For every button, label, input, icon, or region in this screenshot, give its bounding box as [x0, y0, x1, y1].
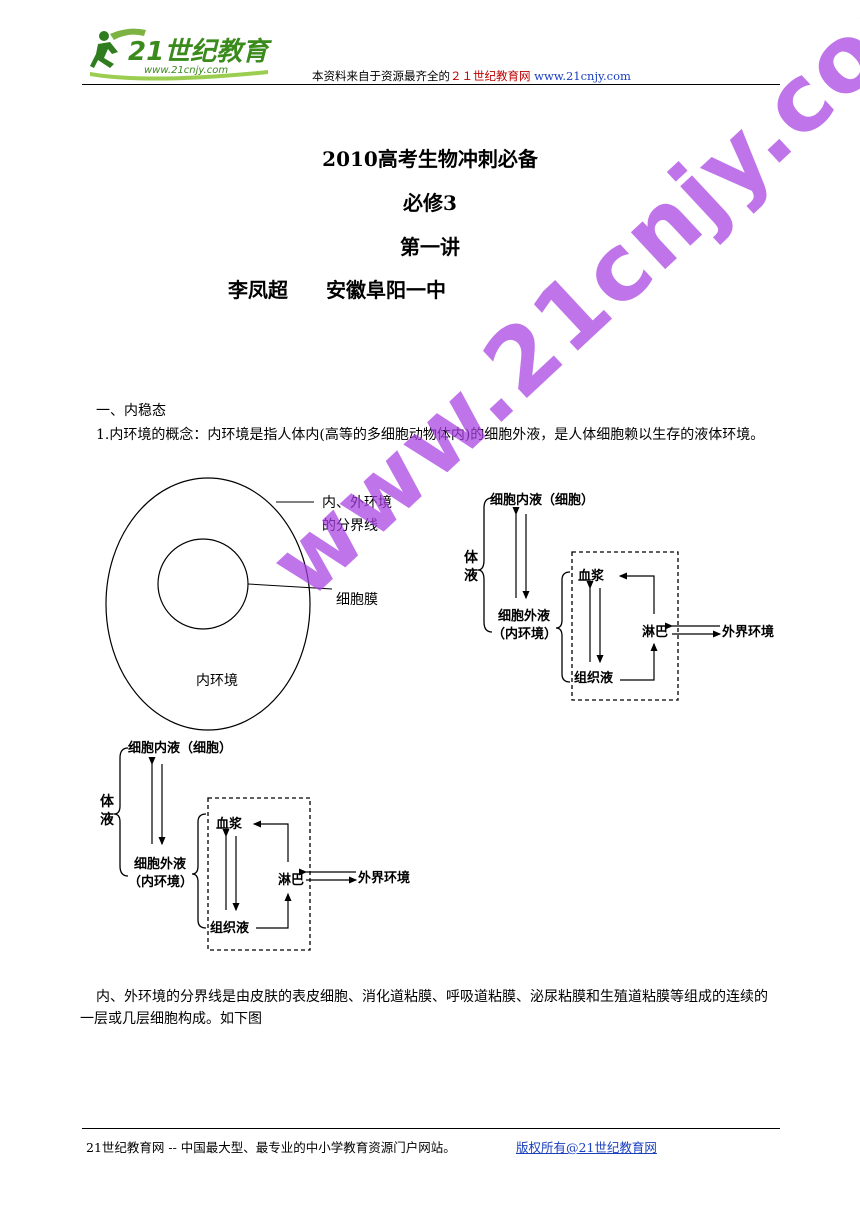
extracellular-label-1: 细胞外液 — [134, 856, 186, 872]
extracellular-brace — [191, 813, 207, 929]
body-fluid-diagram: 体 液 细胞内液（细胞） 细胞外液 （内环境） 血浆 组织液 淋巴 外界环境 — [458, 484, 788, 710]
external-environment-label: 外界环境 — [721, 624, 774, 640]
logo-text: 21世纪教育 — [128, 37, 272, 67]
boundary-paragraph: 内、外环境的分界线是由皮肤的表皮细胞、消化道粘膜、呼吸道粘膜、泌尿粘膜和生殖道粘… — [80, 989, 768, 1027]
lymph-label: 淋巴 — [278, 872, 304, 888]
lymph-label: 淋巴 — [642, 624, 668, 640]
extracellular-label-1: 细胞外液 — [498, 608, 550, 624]
cell-environment-diagram: 内、外环境 的分界线 细胞膜 内环境 — [100, 474, 420, 738]
site-logo: 21世纪教育 www.21cnjy.com — [88, 24, 288, 84]
body-fluid-brace — [477, 497, 493, 633]
body-fluid-diagram-repeat: 体 液 细胞内液（细胞） 细胞外液 （内环境） 血浆 组织液 淋巴 外界环境 — [94, 734, 424, 960]
author-name: 李凤超 — [228, 278, 288, 302]
lymph-to-plasma-arrow — [618, 572, 655, 614]
body-fluid-brace — [113, 747, 129, 877]
fluid-dashed-box — [207, 797, 311, 951]
extracellular-brace — [555, 571, 571, 683]
footer-copyright-link[interactable]: 版权所有@21世纪教育网 — [516, 1140, 657, 1155]
body-fluid-label-2: 液 — [464, 567, 479, 584]
body-fluid-label-2: 液 — [100, 811, 115, 828]
membrane-pointer-line — [247, 583, 333, 590]
footer-divider — [82, 1128, 780, 1129]
extracellular-label-2: （内环境） — [128, 874, 193, 890]
intracellular-label: 细胞内液（细胞） — [490, 492, 594, 508]
plasma-label: 血浆 — [578, 568, 605, 584]
cell-membrane-circle — [157, 538, 249, 630]
intracellular-label: 细胞内液（细胞） — [128, 740, 232, 756]
author-line: 李凤超 安徽阜阳一中 — [228, 274, 446, 303]
header-divider — [82, 84, 780, 85]
tissue-fluid-label: 组织液 — [210, 920, 249, 936]
external-environment-label: 外界环境 — [357, 870, 410, 886]
page-title: 2010高考生物冲刺必备 — [322, 147, 538, 171]
plasma-label: 血浆 — [216, 816, 243, 832]
header-site-name[interactable]: ２１世纪教育网 — [450, 69, 531, 83]
body-fluid-label-1: 体 — [100, 793, 115, 810]
page-subtitle: 必修3 — [403, 191, 457, 215]
tissue-fluid-label: 组织液 — [574, 670, 613, 686]
outer-boundary-ellipse — [105, 477, 311, 731]
concept-paragraph: 1.内环境的概念：内环境是指人体内(高等的多细胞动物体内)的细胞外液，是人体细胞… — [96, 427, 765, 443]
header-url-link[interactable]: www.21cnjy.com — [534, 69, 631, 83]
lymph-to-plasma-arrow — [252, 820, 289, 862]
logo-url-text: www.21cnjy.com — [144, 65, 228, 76]
author-school: 安徽阜阳一中 — [326, 278, 446, 302]
membrane-label: 细胞膜 — [336, 592, 378, 608]
tissue-to-lymph-arrow — [256, 892, 292, 929]
logo-graphic: 21世纪教育 www.21cnjy.com — [90, 28, 272, 81]
boundary-label-line1: 内、外环境 — [322, 495, 392, 511]
inner-environment-label: 内环境 — [196, 673, 238, 689]
section-heading: 一、内稳态 — [96, 403, 166, 419]
header-note-prefix: 本资料来自于资源最齐全的 — [312, 69, 450, 83]
lecture-title: 第一讲 — [400, 235, 460, 259]
body-fluid-label-1: 体 — [464, 549, 479, 566]
header-note: 本资料来自于资源最齐全的２１世纪教育网 www.21cnjy.com — [312, 68, 631, 84]
extracellular-label-2: （内环境） — [492, 626, 557, 642]
footer-text: 21世纪教育网 -- 中国最大型、最专业的中小学教育资源门户网站。 — [86, 1140, 456, 1155]
tissue-to-lymph-arrow — [620, 642, 658, 681]
fluid-dashed-box — [571, 551, 679, 701]
boundary-label-line2: 的分界线 — [322, 518, 378, 534]
